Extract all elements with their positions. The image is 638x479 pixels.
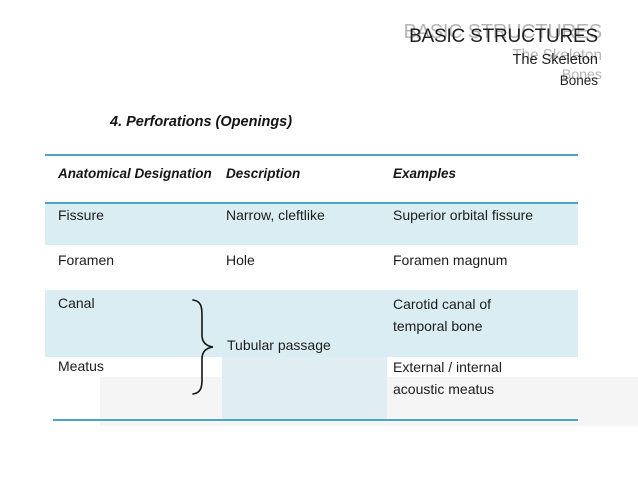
cell-foramen-description: Hole xyxy=(226,252,255,268)
section-heading: 4. Perforations (Openings) xyxy=(110,114,293,130)
cell-meatus-example: External / internal acoustic meatus xyxy=(393,359,502,397)
col-header-anatomical-designation: Anatomical Designation xyxy=(58,166,212,181)
cell-fissure: Fissure xyxy=(58,207,104,223)
slide-subtitle: The Skeleton The Skeleton xyxy=(512,47,602,68)
table-bottom-rule xyxy=(53,419,578,421)
cell-canal-example: Carotid canal of temporal bone xyxy=(393,296,492,334)
slide-title-block: BASIC STRUCTURES BASIC STRUCTURES The Sk… xyxy=(403,21,603,90)
slide-title-ghost: BASIC STRUCTURES xyxy=(403,21,603,43)
row-fissure-shade xyxy=(45,204,578,245)
table-top-rule xyxy=(45,154,578,156)
cell-tubular-passage: Tubular passage xyxy=(227,337,331,353)
merged-cell-shade xyxy=(222,357,387,419)
cell-foramen-example: Foramen magnum xyxy=(393,252,508,268)
slide-subtitle-ghost: The Skeleton xyxy=(512,47,602,64)
cell-fissure-description: Narrow, cleftlike xyxy=(226,207,325,223)
col-header-description: Description xyxy=(226,166,301,181)
table-header-rule xyxy=(45,202,578,204)
curly-brace xyxy=(192,299,214,395)
row-canal-shade xyxy=(45,290,578,357)
slide-subtitle2: Bones Bones xyxy=(559,67,602,88)
cell-meatus: Meatus xyxy=(58,358,104,374)
cell-foramen: Foramen xyxy=(58,252,115,268)
slide-subtitle2-ghost: Bones xyxy=(561,67,602,83)
slide-title: BASIC STRUCTURES BASIC STRUCTURES xyxy=(403,21,603,47)
cell-fissure-example: Superior orbital fissure xyxy=(393,207,534,223)
col-header-examples: Examples xyxy=(393,166,457,181)
cell-canal: Canal xyxy=(58,295,95,311)
